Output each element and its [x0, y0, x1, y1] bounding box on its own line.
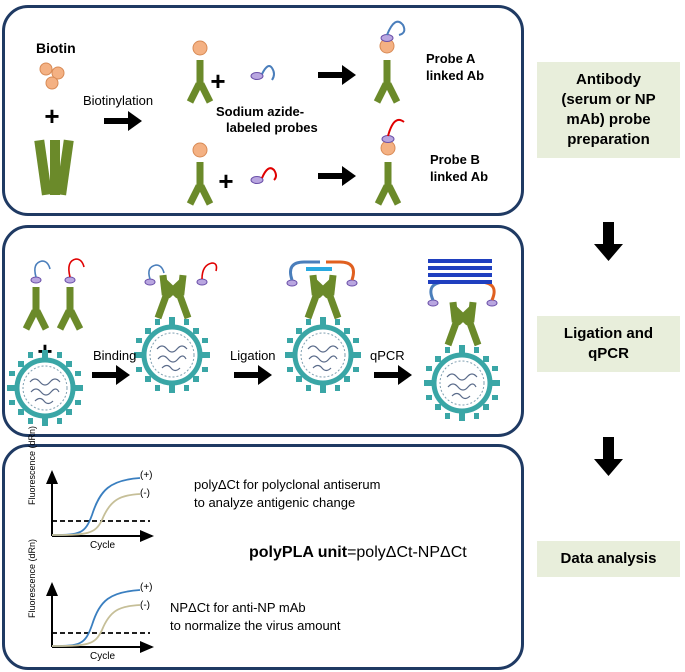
- formula-rest: =polyΔCt-NPΔCt: [347, 544, 467, 561]
- probe-b-linked-antibody: [378, 118, 405, 204]
- arrow-probe-a: [318, 65, 356, 85]
- desc1-line2: to analyze antigenic change: [194, 495, 356, 510]
- arrow-probe-b: [318, 166, 356, 186]
- desc2-line1: NPΔCt for anti-NP mAb: [170, 600, 306, 615]
- probe-b-label-line1: Probe B: [430, 152, 480, 167]
- plus-sign: +: [44, 101, 59, 131]
- ligated-complex: [285, 260, 361, 393]
- step3-label: Data analysis: [560, 550, 657, 567]
- step1-line2: (serum or NP: [561, 91, 656, 108]
- step2-line1: Ligation and: [563, 325, 654, 342]
- step-antibody-preparation: Antibody (serum or NP mAb) probe prepara…: [537, 62, 680, 158]
- probe-a-label-line1: Probe A: [426, 51, 476, 66]
- biotinylated-antibody-b: [190, 142, 210, 204]
- ligation-label: Ligation: [230, 348, 276, 363]
- biotinylated-antibody-a: [190, 40, 210, 102]
- plot1-minus-label: (-): [140, 488, 150, 499]
- antibody-unlabeled: [34, 139, 74, 196]
- probes-label-line1: Sodium azide-: [216, 104, 305, 119]
- arrow-biotinylation: [104, 111, 142, 131]
- arrow-qpcr: [374, 365, 412, 385]
- desc1-line1: polyΔCt for polyclonal antiserum: [194, 477, 381, 492]
- formula: polyPLA unit=polyΔCt-NPΔCt: [249, 544, 467, 562]
- down-arrow-2: [594, 437, 623, 476]
- plot2-plus-label: (+): [140, 582, 153, 593]
- plot1-ylabel: Fluorescence (dRn): [27, 425, 37, 505]
- biotinylation-label: Biotinylation: [83, 93, 154, 108]
- step1-line1: Antibody: [575, 71, 641, 88]
- plus-sign: +: [218, 166, 233, 196]
- formula-bold: polyPLA unit: [249, 544, 348, 561]
- biotin-label: Biotin: [36, 40, 76, 56]
- probe-a-linked-antibody: [377, 20, 406, 102]
- biotin-molecules: [39, 62, 65, 90]
- plot2-xlabel: Cycle: [90, 651, 116, 662]
- bound-complex: [134, 262, 218, 393]
- plot1-xlabel: Cycle: [90, 540, 116, 551]
- plus-sign: +: [210, 66, 225, 96]
- step2-line2: qPCR: [588, 345, 629, 362]
- step1-line4: preparation: [567, 131, 650, 148]
- probe-b-label-line2: linked Ab: [430, 169, 489, 184]
- probe-a-label-line2: linked Ab: [426, 68, 485, 83]
- arrow-ligation: [234, 365, 272, 385]
- probe-a-azide: [250, 65, 275, 81]
- step1-line3: mAb) probe: [566, 111, 651, 128]
- step-data-analysis: Data analysis: [537, 541, 680, 577]
- desc2-line2: to normalize the virus amount: [170, 618, 341, 633]
- plot2-minus-label: (-): [140, 600, 150, 611]
- amplification-plot-1: [46, 470, 154, 542]
- free-probe-antibodies: [26, 258, 85, 329]
- probes-label-line2: labeled probes: [226, 120, 318, 135]
- arrow-binding: [92, 365, 130, 385]
- step-ligation-qpcr: Ligation and qPCR: [537, 316, 680, 372]
- down-arrow-1: [594, 222, 623, 261]
- qpcr-label: qPCR: [370, 348, 405, 363]
- binding-label: Binding: [93, 348, 137, 363]
- probe-b-azide: [250, 167, 277, 184]
- amplification-plot-2: [46, 582, 154, 653]
- amplified-complex: [424, 259, 500, 421]
- plot1-plus-label: (+): [140, 470, 153, 481]
- plot2-ylabel: Fluorescence (dRn): [27, 538, 37, 618]
- virus-particle-1: [7, 350, 83, 426]
